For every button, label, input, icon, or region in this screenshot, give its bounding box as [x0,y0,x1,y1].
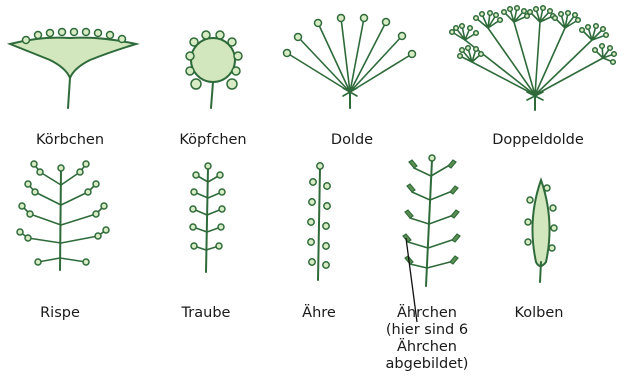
label-koepfchen: Köpfchen [179,132,246,148]
koepfchen-drawing [186,31,242,108]
kolben-drawing [525,180,557,282]
traube-drawing [190,163,225,272]
dolde-drawing [284,15,416,109]
label-doppeldolde: Doppeldolde [492,132,584,148]
rispe-drawing [17,161,109,270]
label-koerbchen: Körbchen [36,132,104,148]
label-aehrchen: Ährchen (hier sind 6 Ährchen abgebildet) [386,305,469,373]
label-aehre: Ähre [302,305,336,321]
label-rispe: Rispe [40,305,80,321]
aehre-drawing [308,163,330,280]
koerbchen-drawing [10,29,136,109]
doppeldolde-drawing [450,6,617,110]
label-kolben: Kolben [514,305,563,321]
label-traube: Traube [182,305,231,321]
label-dolde: Dolde [331,132,373,148]
aehrchen-drawing [403,155,460,322]
